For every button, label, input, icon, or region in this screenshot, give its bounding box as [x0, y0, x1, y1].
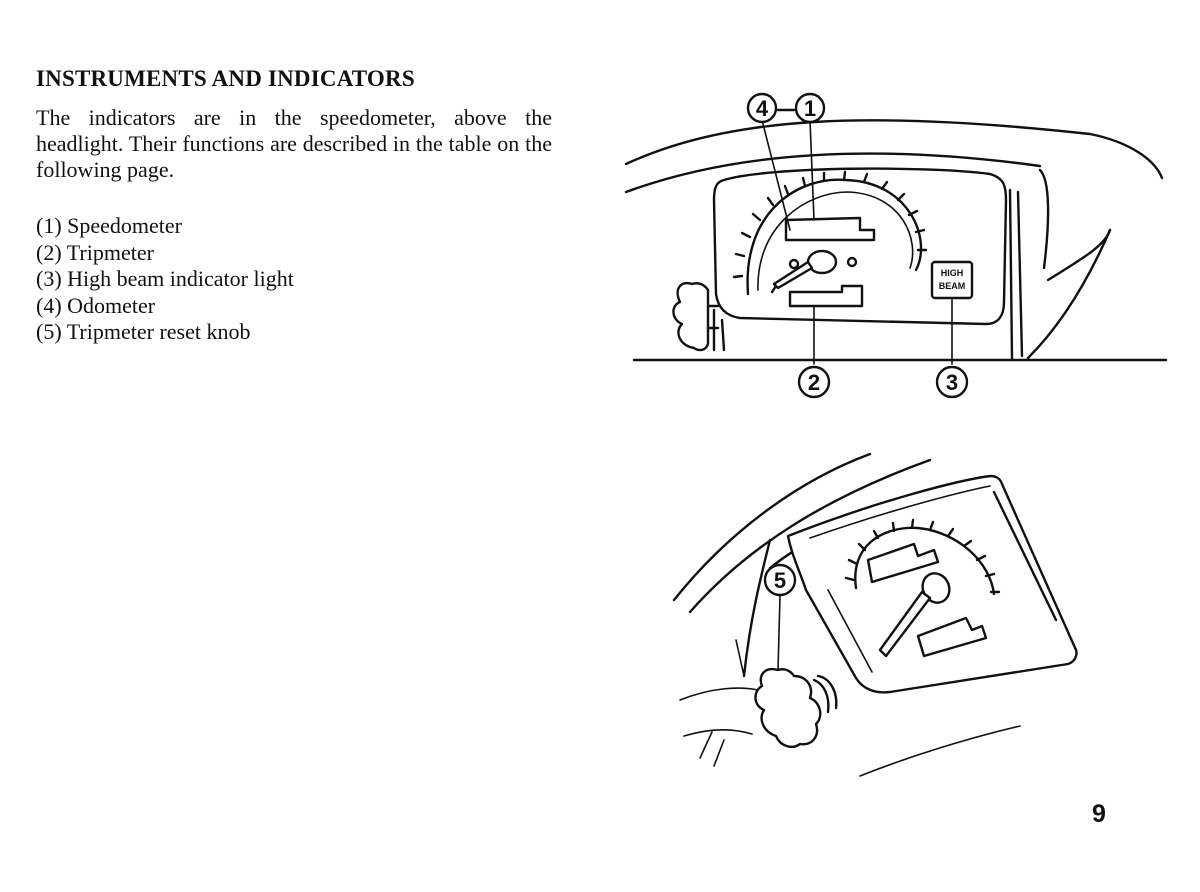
svg-text:2: 2 [808, 370, 820, 395]
parts-list-item: (5) Tripmeter reset knob [36, 319, 251, 344]
callout-1: 1 [794, 92, 826, 124]
svg-text:5: 5 [774, 568, 786, 593]
callout-3: 3 [935, 365, 969, 399]
callout-5: 5 [763, 563, 797, 597]
callout-2: 2 [797, 365, 831, 399]
high-beam-label-line1: HIGH [941, 268, 964, 278]
instrument-panel-illustration: HIGH BEAM 4 1 2 3 [624, 92, 1168, 399]
callout-4: 4 [746, 92, 778, 124]
page-number: 9 [1092, 800, 1106, 828]
svg-text:1: 1 [804, 96, 816, 121]
parts-list-item: (2) Tripmeter [36, 239, 154, 265]
svg-text:3: 3 [946, 370, 958, 395]
section-heading: INSTRUMENTS AND INDICATORS [36, 66, 415, 91]
parts-list-item: (3) High beam indicator light [36, 266, 294, 291]
svg-text:4: 4 [756, 96, 769, 121]
reset-knob-illustration: 5 [672, 452, 1078, 777]
high-beam-label-line2: BEAM [939, 281, 966, 291]
parts-list: (1) Speedometer (2) Tripmeter (3) High b… [36, 213, 294, 346]
parts-list-item: (4) Odometer [36, 292, 156, 318]
parts-list-item: (1) Speedometer [36, 213, 182, 238]
intro-paragraph: The indicators are in the speedometer, a… [36, 105, 552, 182]
